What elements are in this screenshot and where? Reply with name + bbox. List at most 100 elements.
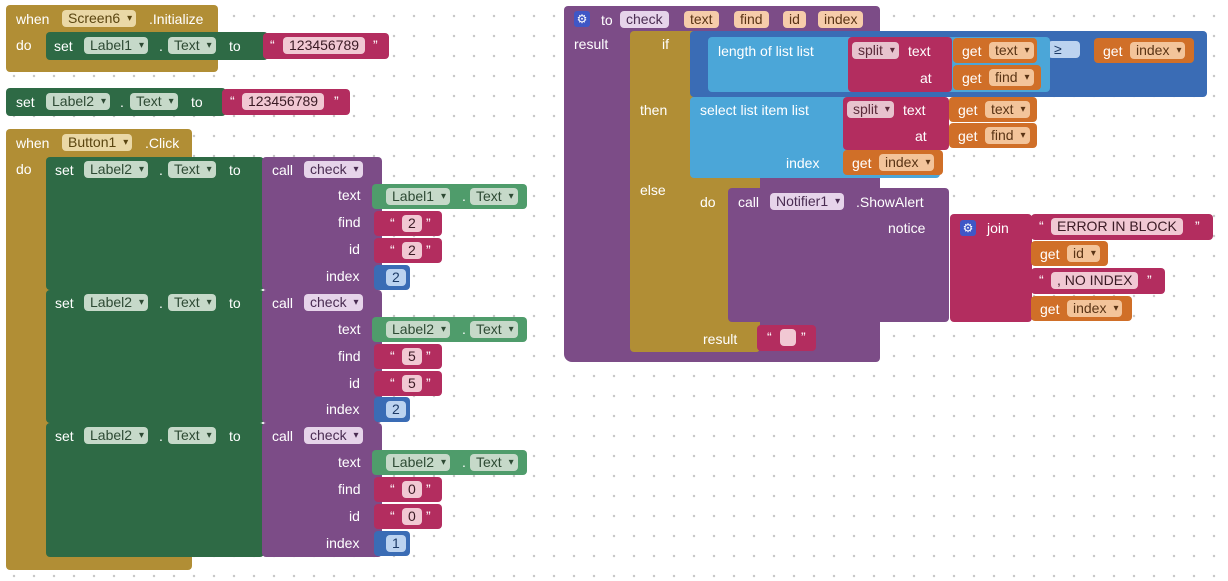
component-dropdown[interactable]: Screen6 xyxy=(62,10,137,27)
target-component-dropdown[interactable]: Label2 xyxy=(84,427,149,444)
component-dropdown[interactable]: Label1 xyxy=(386,188,451,205)
string-value[interactable]: ERROR IN BLOCK xyxy=(1051,218,1183,235)
label1-text-getter-block[interactable]: Label1 . Text xyxy=(372,184,527,209)
number-value[interactable]: 2 xyxy=(386,269,406,286)
find-string-block[interactable]: “ 2 ” xyxy=(374,211,442,236)
string-value[interactable]: 5 xyxy=(402,348,422,365)
find-string-block[interactable]: “ 0 ” xyxy=(374,477,442,502)
dot-separator: . xyxy=(462,188,466,204)
index-number-block[interactable]: 2 xyxy=(374,265,410,290)
empty-string-value[interactable] xyxy=(780,329,796,346)
variable-dropdown[interactable]: text xyxy=(985,101,1030,118)
property-dropdown[interactable]: Text xyxy=(168,37,216,54)
param-index[interactable]: index xyxy=(818,11,864,28)
close-quote: ” xyxy=(1195,218,1200,234)
index-number-block[interactable]: 1 xyxy=(374,531,410,556)
no-index-string-block[interactable]: “ , NO INDEX ” xyxy=(1031,268,1165,294)
call-check-block-2[interactable]: call check text find id index xyxy=(262,290,382,423)
property-dropdown[interactable]: Text xyxy=(168,427,216,444)
id-string-block[interactable]: “ 0 ” xyxy=(374,504,442,529)
param-id[interactable]: id xyxy=(783,11,806,28)
text-string-block[interactable]: “ 123456789 ” xyxy=(222,89,350,115)
number-value[interactable]: 2 xyxy=(386,401,406,418)
variable-dropdown[interactable]: index xyxy=(1130,42,1186,59)
variable-dropdown[interactable]: find xyxy=(989,69,1034,86)
string-value[interactable]: 0 xyxy=(402,508,422,525)
label2-text-getter-block[interactable]: Label2 . Text xyxy=(372,317,527,342)
call-check-block-3[interactable]: call check text find id index xyxy=(262,423,382,557)
variable-dropdown[interactable]: find xyxy=(985,127,1030,144)
procedure-dropdown[interactable]: check xyxy=(304,161,363,178)
label2-text-getter-block[interactable]: Label2 . Text xyxy=(372,450,527,475)
param-index-label: index xyxy=(326,401,360,417)
string-value[interactable]: 2 xyxy=(402,215,422,232)
target-component-dropdown[interactable]: Label2 xyxy=(84,294,149,311)
variable-dropdown[interactable]: index xyxy=(879,154,935,171)
split-text-label: text xyxy=(908,43,931,59)
get-find-block[interactable]: get find xyxy=(949,123,1037,148)
event-name: .Click xyxy=(145,135,180,151)
target-component-dropdown[interactable]: Label2 xyxy=(84,161,149,178)
set-label2-text-block-2[interactable]: set Label2 . Text to xyxy=(46,290,264,423)
procedure-dropdown[interactable]: check xyxy=(304,427,363,444)
property-dropdown[interactable]: Text xyxy=(470,321,518,338)
split-dropdown[interactable]: split xyxy=(852,42,899,59)
component-dropdown[interactable]: Button1 xyxy=(62,134,133,151)
set-label2-text-block-3[interactable]: set Label2 . Text to xyxy=(46,423,264,557)
string-value[interactable]: 0 xyxy=(402,481,422,498)
get-find-block[interactable]: get find xyxy=(953,65,1041,90)
component-dropdown[interactable]: Label2 xyxy=(386,321,451,338)
param-find[interactable]: find xyxy=(734,11,769,28)
notifier-showalert-block[interactable]: call Notifier1 .ShowAlert notice xyxy=(728,188,949,322)
string-value[interactable]: 123456789 xyxy=(242,93,325,110)
param-text[interactable]: text xyxy=(684,11,719,28)
string-value[interactable]: 5 xyxy=(402,375,422,392)
error-string-block[interactable]: “ ERROR IN BLOCK ” xyxy=(1031,214,1213,240)
procedure-name-field[interactable]: check xyxy=(620,11,669,28)
get-index-block[interactable]: get index xyxy=(843,150,943,175)
index-number-block[interactable]: 2 xyxy=(374,397,410,422)
text-string-block[interactable]: “ 123456789 ” xyxy=(263,33,389,59)
variable-dropdown[interactable]: id xyxy=(1067,245,1100,262)
string-value[interactable]: 123456789 xyxy=(283,37,366,54)
string-value[interactable]: , NO INDEX xyxy=(1051,272,1139,289)
procedure-dropdown[interactable]: check xyxy=(304,294,363,311)
open-quote: “ xyxy=(390,348,395,364)
split-block-1[interactable]: split text at xyxy=(848,37,952,92)
compare-operator-dropdown[interactable]: ≥ xyxy=(1048,41,1080,58)
gear-icon[interactable]: ⚙ xyxy=(960,220,976,236)
property-dropdown[interactable]: Text xyxy=(168,294,216,311)
find-string-block[interactable]: “ 5 ” xyxy=(374,344,442,369)
component-dropdown[interactable]: Label2 xyxy=(386,454,451,471)
get-text-block[interactable]: get text xyxy=(953,38,1037,63)
number-value[interactable]: 1 xyxy=(386,535,406,552)
string-value[interactable]: 2 xyxy=(402,242,422,259)
target-component-dropdown[interactable]: Label2 xyxy=(46,93,111,110)
gear-icon[interactable]: ⚙ xyxy=(574,11,590,27)
target-component-dropdown[interactable]: Label1 xyxy=(84,37,149,54)
property-dropdown[interactable]: Text xyxy=(470,188,518,205)
get-id-block[interactable]: get id xyxy=(1031,241,1108,266)
variable-dropdown[interactable]: index xyxy=(1067,300,1123,317)
variable-dropdown[interactable]: text xyxy=(989,42,1034,59)
split-block-2[interactable]: split text at xyxy=(843,97,949,150)
join-block[interactable]: ⚙ join xyxy=(950,214,1032,322)
set-label2-text-block-1[interactable]: set Label2 . Text to xyxy=(46,157,264,290)
get-index-block[interactable]: get index xyxy=(1094,38,1194,63)
dot-separator: . xyxy=(159,428,163,444)
split-dropdown[interactable]: split xyxy=(847,101,894,118)
id-string-block[interactable]: “ 5 ” xyxy=(374,371,442,396)
param-find-label: find xyxy=(338,348,361,364)
property-dropdown[interactable]: Text xyxy=(130,93,178,110)
notifier-component-dropdown[interactable]: Notifier1 xyxy=(770,193,845,210)
to-label: to xyxy=(229,428,241,444)
call-check-block-1[interactable]: call check text find id index xyxy=(262,157,382,290)
set-label1-text-block[interactable]: set Label1 . Text to xyxy=(46,32,268,60)
get-index-block[interactable]: get index xyxy=(1031,296,1132,321)
get-text-block[interactable]: get text xyxy=(949,97,1037,122)
empty-string-block[interactable]: “ ” xyxy=(757,325,816,351)
property-dropdown[interactable]: Text xyxy=(470,454,518,471)
id-string-block[interactable]: “ 2 ” xyxy=(374,238,442,263)
loose-set-label2-text-block[interactable]: set Label2 . Text to xyxy=(6,88,226,116)
property-dropdown[interactable]: Text xyxy=(168,161,216,178)
